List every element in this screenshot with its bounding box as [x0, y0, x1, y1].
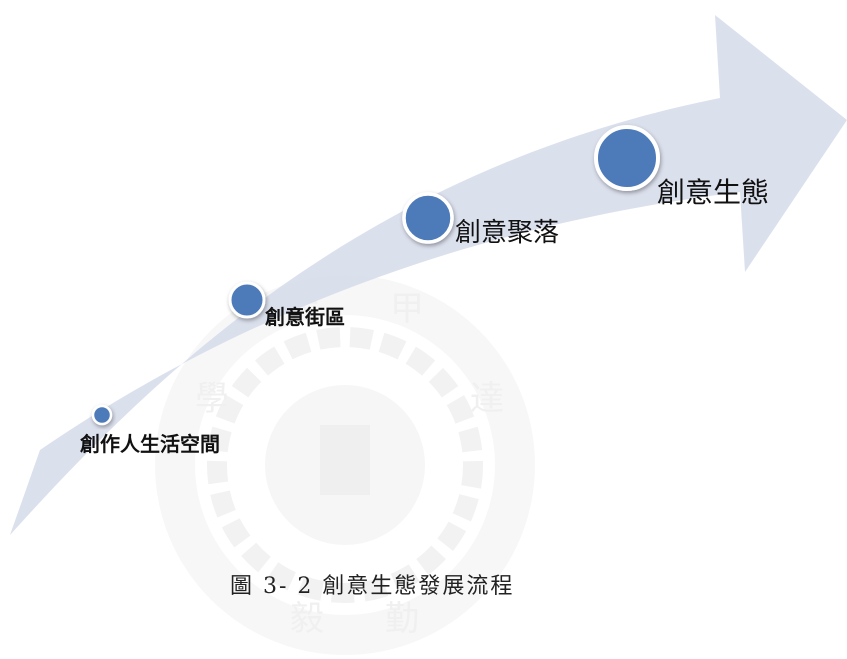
- watermark-char: 毅: [290, 599, 324, 639]
- stage-node-4: [594, 125, 660, 191]
- watermark-seal: 大 甲 達 毅 勤 學: [155, 275, 535, 655]
- stage-label-3: 創意聚落: [455, 218, 559, 248]
- watermark-char: 勤: [385, 599, 419, 639]
- stage-label-4: 創意生態: [657, 176, 769, 209]
- stage-node-1: [91, 404, 113, 426]
- watermark-char: 學: [195, 379, 229, 419]
- stage-node-2: [228, 281, 266, 319]
- watermark-char: 達: [470, 379, 504, 419]
- stage-label-1: 創作人生活空間: [79, 432, 220, 456]
- stage-label-2: 創意街區: [264, 305, 345, 329]
- figure-caption: 圖 3- 2 創意生態發展流程: [230, 574, 514, 599]
- watermark-char: 甲: [390, 289, 424, 329]
- stage-node-3: [402, 192, 454, 244]
